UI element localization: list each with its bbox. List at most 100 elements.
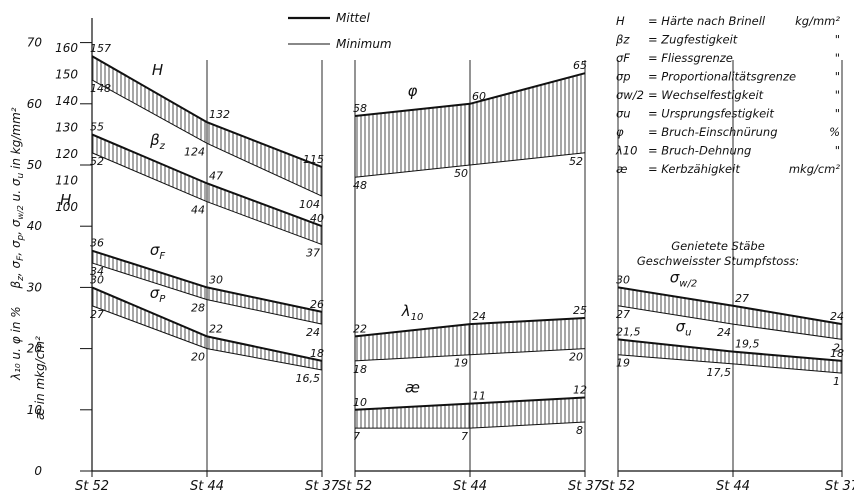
- joints-title-line-2: Geschweisster Stumpfstoss:: [637, 254, 799, 268]
- band-σw/2: [618, 287, 842, 340]
- series-symbol: φ: [408, 82, 418, 100]
- label-minimum: 52: [90, 155, 104, 168]
- outer-tick-label: 60: [27, 97, 43, 111]
- key-text: = Kerbzähigkeit: [648, 162, 740, 176]
- label-minimum: 27: [90, 308, 104, 321]
- outer-tick-label: 0: [34, 464, 42, 478]
- line-minimum-σw/2: [617, 305, 843, 340]
- label-mittel: 40: [310, 212, 324, 225]
- label-mittel: 36: [90, 237, 104, 250]
- key-text: = Bruch-Einschnürung: [648, 125, 778, 139]
- line-mittel-σu: [617, 338, 843, 362]
- label-mittel: 27: [735, 292, 749, 305]
- key-text: = Härte nach Brinell: [648, 14, 766, 28]
- label-mittel: 58: [353, 102, 367, 115]
- label-minimum: 20: [191, 351, 205, 364]
- inner-tick-label: 120: [55, 147, 78, 161]
- key-symbol: H: [616, 14, 625, 28]
- label-minimum: 20: [569, 351, 583, 364]
- label-mittel: 21,5: [616, 325, 641, 338]
- label-mittel: 18: [310, 347, 324, 360]
- label-minimum: 2: [833, 341, 840, 354]
- label-minimum: 1: [833, 375, 840, 388]
- inner-tick-label: 110: [55, 173, 78, 187]
- category-label: St 44: [716, 479, 750, 494]
- line-mittel-æ: [354, 396, 586, 411]
- inner-tick-label: 140: [55, 94, 78, 108]
- key-text: = Zugfestigkeit: [648, 33, 738, 47]
- line-minimum-H: [91, 79, 323, 197]
- joints-title-line-1: Genietete Stäbe: [671, 239, 765, 253]
- label-mittel: 12: [573, 384, 587, 397]
- series-symbol: λ10: [401, 302, 424, 323]
- label-mittel: 24: [472, 310, 486, 323]
- series-symbol: σF: [150, 241, 166, 262]
- label-minimum: 24: [306, 326, 320, 339]
- label-mittel: 30: [209, 273, 223, 286]
- label-mittel: 26: [310, 298, 324, 311]
- key-symbol: σu: [616, 107, 631, 121]
- label-mittel: 65: [573, 59, 587, 72]
- line-minimum-σp: [91, 305, 323, 371]
- category-label: St 44: [453, 479, 487, 494]
- line-minimum-σF: [91, 262, 323, 325]
- key-symbol: æ: [616, 162, 627, 176]
- label-mittel: 115: [303, 153, 324, 166]
- label-minimum: 52: [569, 155, 583, 168]
- band-βz: [92, 134, 322, 245]
- label-minimum: 34: [90, 265, 104, 278]
- key-symbol: σF: [616, 51, 630, 65]
- legend-minimum-label: Minimum: [336, 37, 392, 51]
- legend-mittel-label: Mittel: [336, 11, 370, 25]
- panel-steels: 157132115148124104H554740524437βz3630263…: [90, 42, 324, 471]
- label-minimum: 8: [576, 424, 583, 437]
- key-unit: ": [835, 107, 840, 121]
- series-symbol: σw/2: [670, 269, 697, 290]
- label-mittel: 55: [90, 120, 104, 133]
- line-minimum-λ10: [354, 348, 586, 362]
- label-mittel: 19,5: [735, 338, 760, 351]
- label-minimum: 18: [353, 363, 367, 376]
- label-mittel: 47: [209, 169, 223, 182]
- key-unit: ": [835, 70, 840, 84]
- label-minimum: 48: [353, 179, 367, 192]
- series-symbol: σu: [676, 318, 692, 339]
- label-minimum: 24: [717, 326, 731, 339]
- line-mittel-σw/2: [617, 286, 843, 326]
- label-mittel: 60: [472, 90, 486, 103]
- label-mittel: 30: [90, 273, 104, 286]
- key-text: = Wechselfestigkeit: [648, 88, 764, 102]
- outer-axis-label: λ₁₀ u. φ in % βz, σF, σp, σw/2 u. σu in …: [9, 107, 26, 381]
- label-mittel: 24: [830, 310, 844, 323]
- label-minimum: 37: [306, 247, 320, 260]
- label-mittel: 132: [209, 108, 230, 121]
- line-mittel-βz: [91, 133, 323, 228]
- label-minimum: 50: [454, 167, 468, 180]
- line-mittel-σF: [91, 249, 323, 313]
- label-minimum: 27: [616, 308, 630, 321]
- series-symbol: æ: [405, 379, 420, 397]
- key-text: = Ursprungsfestigkeit: [648, 107, 774, 121]
- inner-tick-label: 100: [55, 200, 78, 214]
- label-minimum: 7: [461, 430, 468, 443]
- label-mittel: 11: [472, 390, 486, 403]
- outer-tick-label: 50: [27, 158, 43, 172]
- label-minimum: 44: [191, 204, 205, 217]
- inner-axis-label: æ in mkg/cm²: [33, 336, 47, 420]
- inner-tick-label: 160: [55, 41, 78, 55]
- key-text: = Proportionalitätsgrenze: [648, 70, 796, 84]
- inner-tick-label: 130: [55, 120, 78, 134]
- label-minimum: 16,5: [296, 372, 321, 385]
- label-mittel: 22: [209, 322, 223, 335]
- label-mittel: 18: [830, 347, 844, 360]
- category-label: St 52: [75, 479, 109, 494]
- label-minimum: 148: [90, 82, 111, 95]
- label-minimum: 104: [299, 198, 320, 211]
- key-symbol: φ: [616, 125, 624, 139]
- label-minimum: 17,5: [707, 366, 732, 379]
- outer-tick-label: 40: [27, 219, 43, 233]
